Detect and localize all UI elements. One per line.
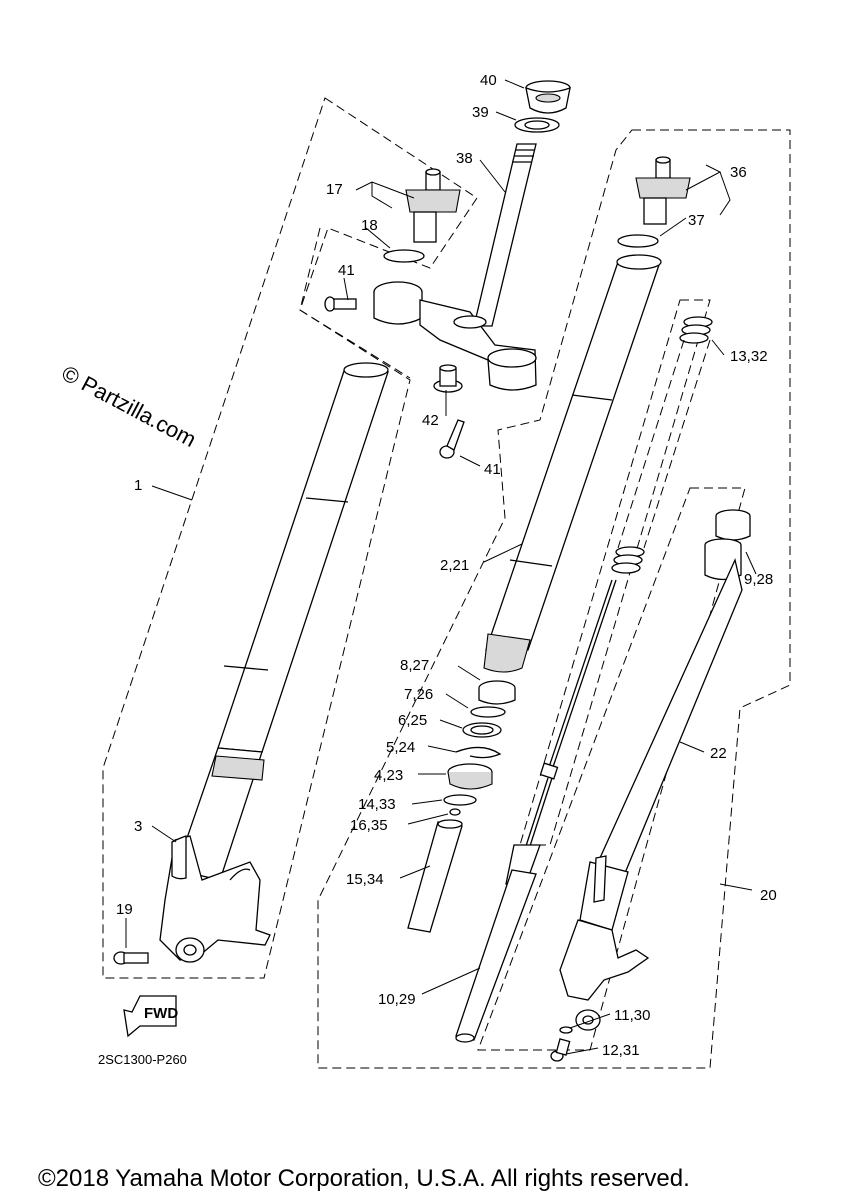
- callout-36: 36: [730, 164, 747, 181]
- callout-11-30: 11,30: [614, 1007, 650, 1024]
- fwd-arrow-icon: [123, 995, 177, 1038]
- part-gasket-washer: [559, 1026, 573, 1034]
- callout-2-21: 2,21: [440, 557, 469, 574]
- callout-4-23: 4,23: [374, 767, 403, 784]
- callout-37: 37: [688, 212, 705, 229]
- group-outline-right-fork: [317, 129, 791, 1069]
- callout-41-lower: 41: [484, 461, 501, 478]
- part-fork-left-tube: [217, 362, 389, 753]
- callout-17: 17: [326, 181, 343, 198]
- diagram-code: 2SC1300-P260: [98, 1052, 187, 1067]
- partzilla-watermark: © Partzilla.com: [58, 360, 201, 452]
- callout-16-35: 16,35: [350, 817, 388, 834]
- callout-12-31: 12,31: [602, 1042, 640, 1059]
- fwd-label: FWD: [144, 1005, 178, 1022]
- callout-20: 20: [760, 887, 777, 904]
- callout-15-34: 15,34: [346, 871, 384, 888]
- callout-1: 1: [134, 477, 142, 494]
- part-collar: [433, 364, 463, 393]
- group-outline-damper-rod: [519, 299, 711, 846]
- callout-7-26: 7,26: [404, 686, 433, 703]
- callout-8-27: 8,27: [400, 657, 429, 674]
- part-base-valve-bolt: [550, 1038, 571, 1062]
- part-oring-left: [383, 249, 425, 263]
- callout-9-28: 9,28: [744, 571, 773, 588]
- callout-18: 18: [361, 217, 378, 234]
- part-inner-tube: [589, 557, 743, 891]
- group-outline-upper-bracket: [299, 227, 411, 379]
- callout-40: 40: [480, 72, 497, 89]
- callout-22: 22: [710, 745, 727, 762]
- part-steering-stem: [473, 143, 537, 327]
- part-cap-bolt-left: [405, 168, 461, 243]
- part-pinch-bolt-lower: [439, 419, 465, 459]
- part-axle-bracket-left: [159, 835, 271, 963]
- part-fork-long-tube: [455, 869, 537, 1043]
- part-fork-right-lower: [559, 855, 650, 1031]
- callout-3: 3: [134, 818, 142, 835]
- callout-10-29: 10,29: [378, 991, 416, 1008]
- callout-14-33: 14,33: [358, 796, 396, 813]
- callout-5-24: 5,24: [386, 739, 415, 756]
- callout-38: 38: [456, 150, 473, 167]
- callout-13-32: 13,32: [730, 348, 768, 365]
- part-washer: [514, 117, 560, 133]
- callout-42: 42: [422, 412, 439, 429]
- group-outline-left-fork: [102, 97, 478, 979]
- part-seal-stack: [443, 680, 516, 816]
- copyright-notice: ©2018 Yamaha Motor Corporation, U.S.A. A…: [38, 1165, 690, 1192]
- part-fork-spring: [611, 316, 713, 574]
- part-cap-bolt-right: [635, 156, 691, 225]
- part-fork-left-outer: [175, 747, 265, 881]
- callout-19: 19: [116, 901, 133, 918]
- part-damper-cylinder: [407, 819, 463, 933]
- callout-39: 39: [472, 104, 489, 121]
- part-fork-right-outer-tube: [483, 254, 662, 673]
- callout-6-25: 6,25: [398, 712, 427, 729]
- part-oring-right: [617, 234, 659, 248]
- callout-41-upper: 41: [338, 262, 355, 279]
- part-pinch-bolt-upper: [324, 296, 357, 312]
- leader-lines: [125, 79, 757, 1055]
- part-lower-bracket: [373, 281, 537, 391]
- part-slide-bushings: [704, 509, 751, 581]
- callout-labels: 40 39 38 17 18 41 36 37 13,32 42 41 1 2,…: [116, 72, 777, 1059]
- part-steering-nut: [525, 80, 571, 114]
- part-damper-rod: [505, 579, 617, 885]
- part-axle-pinch-bolt: [113, 951, 149, 965]
